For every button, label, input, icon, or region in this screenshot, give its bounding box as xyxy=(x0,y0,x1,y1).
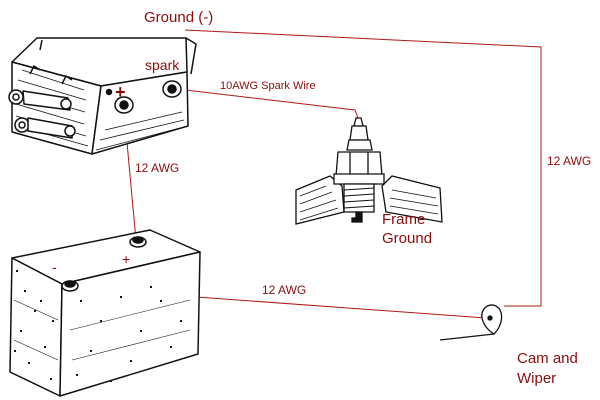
frame-ground-label-line1: Frame xyxy=(382,211,425,228)
spark-plug-icon xyxy=(295,117,443,225)
frame-ground-label-line2: Ground xyxy=(382,230,432,247)
spark-wire xyxy=(176,88,359,119)
awg-coil-battery-label: 12 AWG xyxy=(135,161,179,175)
cam-wiper-label-line2: Wiper xyxy=(517,370,556,387)
cam-wiper-icon xyxy=(439,304,503,341)
awg-battery-cam-label: 12 AWG xyxy=(262,283,306,297)
cam-wiper-label-line1: Cam and xyxy=(517,350,578,367)
battery-plus-label: + xyxy=(122,251,130,267)
ground-label: Ground (-) xyxy=(144,9,213,26)
spark-label: spark xyxy=(145,57,180,73)
awg-right-label: 12 AWG xyxy=(547,154,591,168)
spark-wire-label: 10AWG Spark Wire xyxy=(220,80,316,92)
ignition-coil-icon xyxy=(8,37,197,155)
battery-icon xyxy=(9,229,201,397)
labels: Ground (-) spark + 10AWG Spark Wire 12 A… xyxy=(52,9,591,387)
battery-minus-label: - xyxy=(52,259,57,275)
ground-wire xyxy=(184,29,542,307)
coil-plus-label: + xyxy=(115,82,126,102)
